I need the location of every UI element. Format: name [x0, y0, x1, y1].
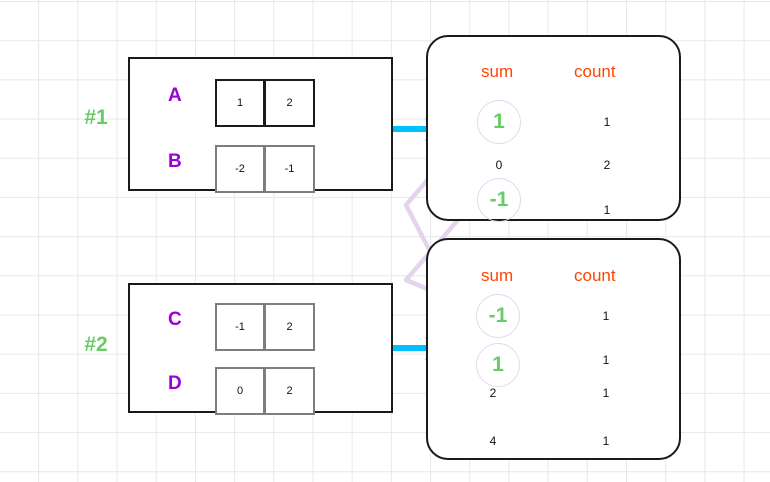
panel2-row4-count: 1: [602, 434, 610, 448]
panel2-header-count: count: [574, 266, 616, 285]
panel1-row2-sum: 0: [495, 158, 503, 172]
panel2-row4-sum: 4: [489, 434, 497, 448]
panel2-row2-sum: 1: [492, 353, 504, 376]
step-label-1: #1: [84, 106, 108, 129]
aggregate-panel-2: sum count -1 1 1 1 2 1 4 1: [426, 238, 681, 460]
panel2-row1-highlight-ring: [476, 294, 520, 338]
panel1-header-count: count: [574, 62, 616, 81]
cell-c-0: -1: [215, 303, 265, 351]
cell-a-1: 2: [265, 79, 315, 127]
cell-c-1: 2: [265, 303, 315, 351]
row-cells-d: 0 2: [215, 367, 315, 415]
panel1-row2-count: 2: [603, 158, 611, 172]
row-cells-a: 1 2: [215, 79, 315, 127]
panel1-row3-count: 1: [603, 203, 611, 217]
row-label-b: B: [168, 151, 183, 172]
row-label-c: C: [168, 309, 183, 330]
row-cells-b: -2 -1: [215, 145, 315, 193]
panel2-row3-sum: 2: [489, 386, 497, 400]
aggregate-panel-1: sum count 1 1 0 2 -1 1: [426, 35, 681, 222]
panel1-row1-sum: 1: [493, 110, 505, 133]
row-label-a: A: [168, 85, 183, 106]
panel1-row3-sum: -1: [489, 188, 509, 211]
panel1-row1-count: 1: [603, 115, 611, 129]
panel2-row2-highlight-ring: [476, 343, 520, 387]
panel2-row1-sum: -1: [488, 304, 508, 327]
cell-d-0: 0: [215, 367, 265, 415]
cell-a-0: 1: [215, 79, 265, 127]
group-box-2: C -1 2 D 0 2: [128, 283, 393, 415]
cell-d-1: 2: [265, 367, 315, 415]
panel1-row3-highlight-ring: [477, 178, 521, 222]
panel2-row1-count: 1: [602, 309, 610, 323]
panel1-row1-highlight-ring: [477, 100, 521, 144]
cell-b-1: -1: [265, 145, 315, 193]
cell-b-0: -2: [215, 145, 265, 193]
panel2-row3-count: 1: [602, 386, 610, 400]
row-cells-c: -1 2: [215, 303, 315, 351]
panel2-row2-count: 1: [602, 353, 610, 367]
panel2-header-sum: sum: [481, 266, 514, 285]
step-label-2: #2: [84, 333, 108, 356]
panel1-header-sum: sum: [481, 62, 514, 81]
group-box-1: A 1 2 B -2 -1: [128, 57, 393, 193]
row-label-d: D: [168, 373, 183, 394]
